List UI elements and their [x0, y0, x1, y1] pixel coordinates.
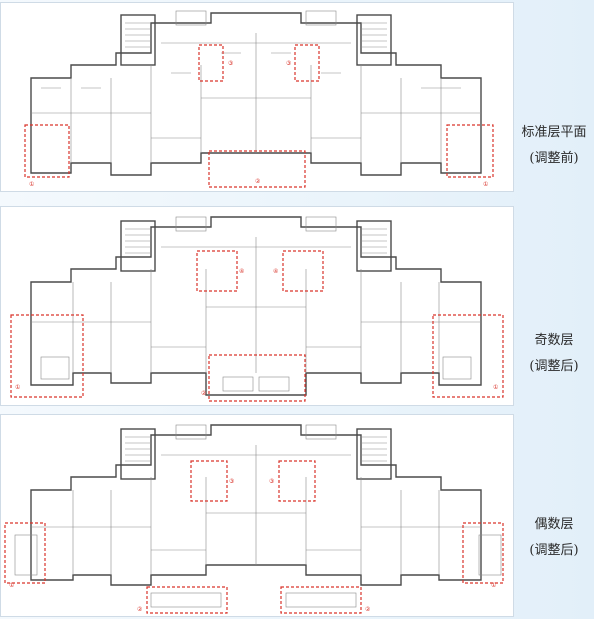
- marker-labels: ① ② ③ ③ ①: [29, 60, 488, 188]
- building-walls: [30, 10, 482, 176]
- building-walls: [14, 424, 502, 608]
- caption-standard: 标准层平面 (调整前): [514, 120, 594, 172]
- marker-label: ①: [491, 582, 496, 589]
- floor-plan-even: ① ② ③ ③ ② ①: [0, 414, 514, 617]
- marker-label: ④: [239, 268, 244, 275]
- caption-title: 偶数层: [534, 517, 574, 532]
- caption-note: (调整前): [529, 151, 579, 166]
- floor-plan-odd-drawing: ① ② ④ ④ ①: [10, 216, 504, 402]
- marker-label: ①: [29, 181, 34, 188]
- floor-plan-even-drawing: ① ② ③ ③ ② ①: [4, 424, 504, 614]
- marker-label: ②: [255, 178, 261, 185]
- red-dashed-marks: [4, 460, 504, 614]
- red-dashed-marks: [24, 44, 494, 188]
- marker-labels: ① ② ④ ④ ①: [15, 268, 498, 397]
- marker-label: ③: [229, 478, 234, 485]
- caption-even: 偶数层 (调整后): [514, 512, 594, 564]
- marker-label: ④: [273, 268, 278, 275]
- marker-label: ③: [228, 60, 233, 67]
- marker-label: ③: [286, 60, 291, 67]
- caption-title: 标准层平面: [521, 125, 587, 140]
- caption-note: (调整后): [529, 359, 579, 374]
- caption-note: (调整后): [529, 543, 579, 558]
- building-walls: [30, 216, 482, 396]
- floor-plan-standard-drawing: ① ② ③ ③ ①: [24, 10, 494, 188]
- marker-label: ③: [269, 478, 274, 485]
- marker-label: ①: [9, 582, 14, 589]
- marker-label: ①: [15, 384, 20, 391]
- red-dashed-marks: [10, 250, 504, 402]
- marker-label: ②: [365, 606, 371, 613]
- marker-label: ①: [493, 384, 498, 391]
- floor-plan-odd: ① ② ④ ④ ①: [0, 206, 514, 406]
- marker-label: ②: [201, 390, 207, 397]
- caption-title: 奇数层: [534, 333, 574, 348]
- floor-plan-standard: ① ② ③ ③ ①: [0, 2, 514, 192]
- marker-label: ①: [483, 181, 488, 188]
- caption-odd: 奇数层 (调整后): [514, 328, 594, 380]
- marker-label: ②: [137, 606, 143, 613]
- marker-labels: ① ② ③ ③ ② ①: [9, 478, 496, 613]
